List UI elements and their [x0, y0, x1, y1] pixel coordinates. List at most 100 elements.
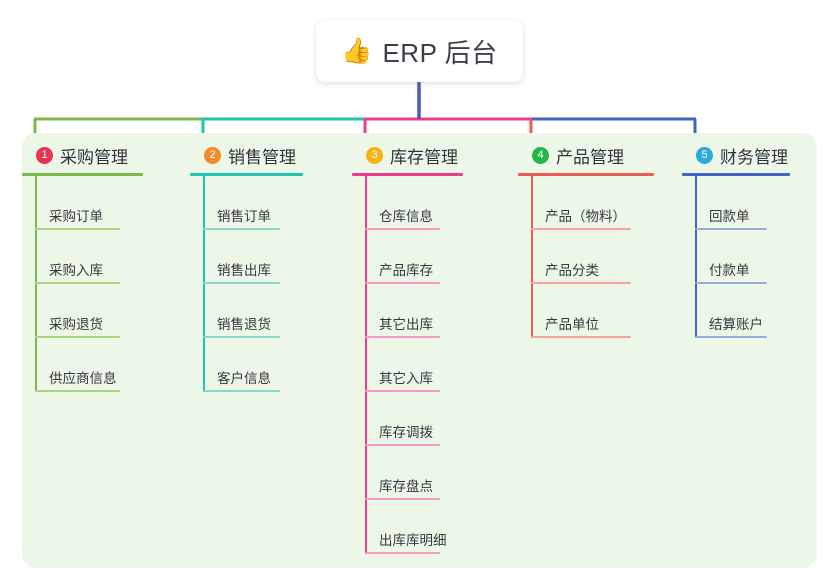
leaf-underline [365, 336, 440, 338]
leaf-label: 回款单 [709, 209, 750, 224]
root-title: ERP 后台 [382, 37, 498, 68]
branch-children-5: 回款单付款单结算账户 [682, 176, 812, 338]
branch-header-5[interactable]: 5 财务管理 [682, 143, 812, 167]
leaf-item[interactable]: 销售出库 [190, 230, 330, 284]
leaf-label: 其它入库 [379, 371, 433, 386]
leaf-item[interactable]: 库存盘点 [352, 446, 492, 500]
leaf-underline [365, 282, 440, 284]
leaf-item[interactable]: 销售退货 [190, 284, 330, 338]
leaf-item[interactable]: 产品（物料） [518, 176, 658, 230]
branch-header-4[interactable]: 4 产品管理 [518, 143, 658, 167]
leaf-label: 供应商信息 [49, 371, 117, 386]
leaf-item[interactable]: 仓库信息 [352, 176, 492, 230]
branch-header-3[interactable]: 3 库存管理 [352, 143, 492, 167]
branch-underline-2 [190, 173, 303, 176]
branch-column-2: 2 销售管理销售订单销售出库销售退货客户信息 [190, 143, 330, 392]
leaf-underline [695, 282, 767, 284]
root-node[interactable]: 👍 ERP 后台 [316, 20, 523, 82]
leaf-underline [35, 282, 120, 284]
branch-children-3: 仓库信息产品库存其它出库其它入库库存调拨库存盘点出库库明细 [352, 176, 492, 554]
branch-underline-5 [682, 173, 790, 176]
leaf-underline [35, 390, 120, 392]
branch-underline-4 [518, 173, 654, 176]
branch-spine-3 [365, 176, 367, 554]
branch-column-1: 1 采购管理采购订单采购入库采购退货供应商信息 [22, 143, 172, 392]
leaf-underline [203, 336, 280, 338]
leaf-underline [531, 282, 631, 284]
branch-header-2[interactable]: 2 销售管理 [190, 143, 330, 167]
branch-column-3: 3 库存管理仓库信息产品库存其它出库其它入库库存调拨库存盘点出库库明细 [352, 143, 492, 554]
branch-underline-1 [22, 173, 143, 176]
leaf-item[interactable]: 客户信息 [190, 338, 330, 392]
branch-badge-icon-1: 1 [36, 146, 53, 164]
content-panel [22, 133, 817, 568]
branch-header-1[interactable]: 1 采购管理 [22, 143, 172, 167]
leaf-item[interactable]: 其它入库 [352, 338, 492, 392]
leaf-label: 产品（物料） [545, 209, 626, 224]
leaf-item[interactable]: 采购入库 [22, 230, 172, 284]
leaf-item[interactable]: 销售订单 [190, 176, 330, 230]
leaf-label: 采购入库 [49, 263, 103, 278]
leaf-label: 付款单 [709, 263, 750, 278]
leaf-label: 客户信息 [217, 371, 271, 386]
branch-label-4: 产品管理 [556, 147, 624, 167]
branch-spine-4 [531, 176, 533, 338]
leaf-item[interactable]: 结算账户 [682, 284, 812, 338]
branch-badge-icon-2: 2 [204, 146, 221, 164]
leaf-underline [531, 228, 631, 230]
leaf-label: 结算账户 [709, 317, 763, 332]
leaf-underline [35, 336, 120, 338]
leaf-item[interactable]: 出库库明细 [352, 500, 492, 554]
leaf-label: 销售退货 [217, 317, 271, 332]
branch-column-5: 5 财务管理回款单付款单结算账户 [682, 143, 812, 338]
leaf-item[interactable]: 回款单 [682, 176, 812, 230]
leaf-item[interactable]: 产品分类 [518, 230, 658, 284]
leaf-underline [695, 228, 767, 230]
branch-badge-icon-5: 5 [696, 146, 713, 164]
root-node-content: 👍 ERP 后台 [341, 33, 497, 70]
leaf-item[interactable]: 采购退货 [22, 284, 172, 338]
leaf-label: 库存盘点 [379, 479, 433, 494]
branch-label-3: 库存管理 [390, 147, 458, 167]
leaf-label: 仓库信息 [379, 209, 433, 224]
branch-column-4: 4 产品管理产品（物料） 产品分类产品单位 [518, 143, 658, 338]
leaf-underline [203, 390, 280, 392]
leaf-label: 产品库存 [379, 263, 433, 278]
branch-spine-2 [203, 176, 205, 392]
leaf-underline [531, 336, 631, 338]
leaf-item[interactable]: 产品库存 [352, 230, 492, 284]
branch-children-2: 销售订单销售出库销售退货客户信息 [190, 176, 330, 392]
leaf-item[interactable]: 采购订单 [22, 176, 172, 230]
branch-spine-1 [35, 176, 37, 392]
leaf-label: 出库库明细 [379, 533, 447, 548]
leaf-underline [35, 228, 120, 230]
thumbs-up-icon: 👍 [341, 36, 373, 65]
leaf-label: 采购订单 [49, 209, 103, 224]
leaf-underline [203, 282, 280, 284]
branch-children-1: 采购订单采购入库采购退货供应商信息 [22, 176, 172, 392]
leaf-underline [365, 228, 440, 230]
leaf-label: 库存调拨 [379, 425, 433, 440]
leaf-item[interactable]: 库存调拨 [352, 392, 492, 446]
leaf-label: 销售出库 [217, 263, 271, 278]
leaf-label: 产品分类 [545, 263, 599, 278]
branch-label-1: 采购管理 [60, 147, 128, 167]
branch-badge-icon-4: 4 [532, 146, 549, 164]
leaf-label: 产品单位 [545, 317, 599, 332]
branch-badge-icon-3: 3 [366, 146, 383, 164]
leaf-item[interactable]: 付款单 [682, 230, 812, 284]
leaf-label: 其它出库 [379, 317, 433, 332]
leaf-label: 销售订单 [217, 209, 271, 224]
leaf-item[interactable]: 其它出库 [352, 284, 492, 338]
leaf-underline [365, 444, 440, 446]
leaf-label: 采购退货 [49, 317, 103, 332]
branch-children-4: 产品（物料） 产品分类产品单位 [518, 176, 658, 338]
leaf-underline [203, 228, 280, 230]
leaf-item[interactable]: 产品单位 [518, 284, 658, 338]
branch-label-2: 销售管理 [228, 147, 296, 167]
branch-spine-5 [695, 176, 697, 338]
leaf-item[interactable]: 供应商信息 [22, 338, 172, 392]
branch-label-5: 财务管理 [720, 147, 788, 167]
leaf-underline [365, 390, 440, 392]
